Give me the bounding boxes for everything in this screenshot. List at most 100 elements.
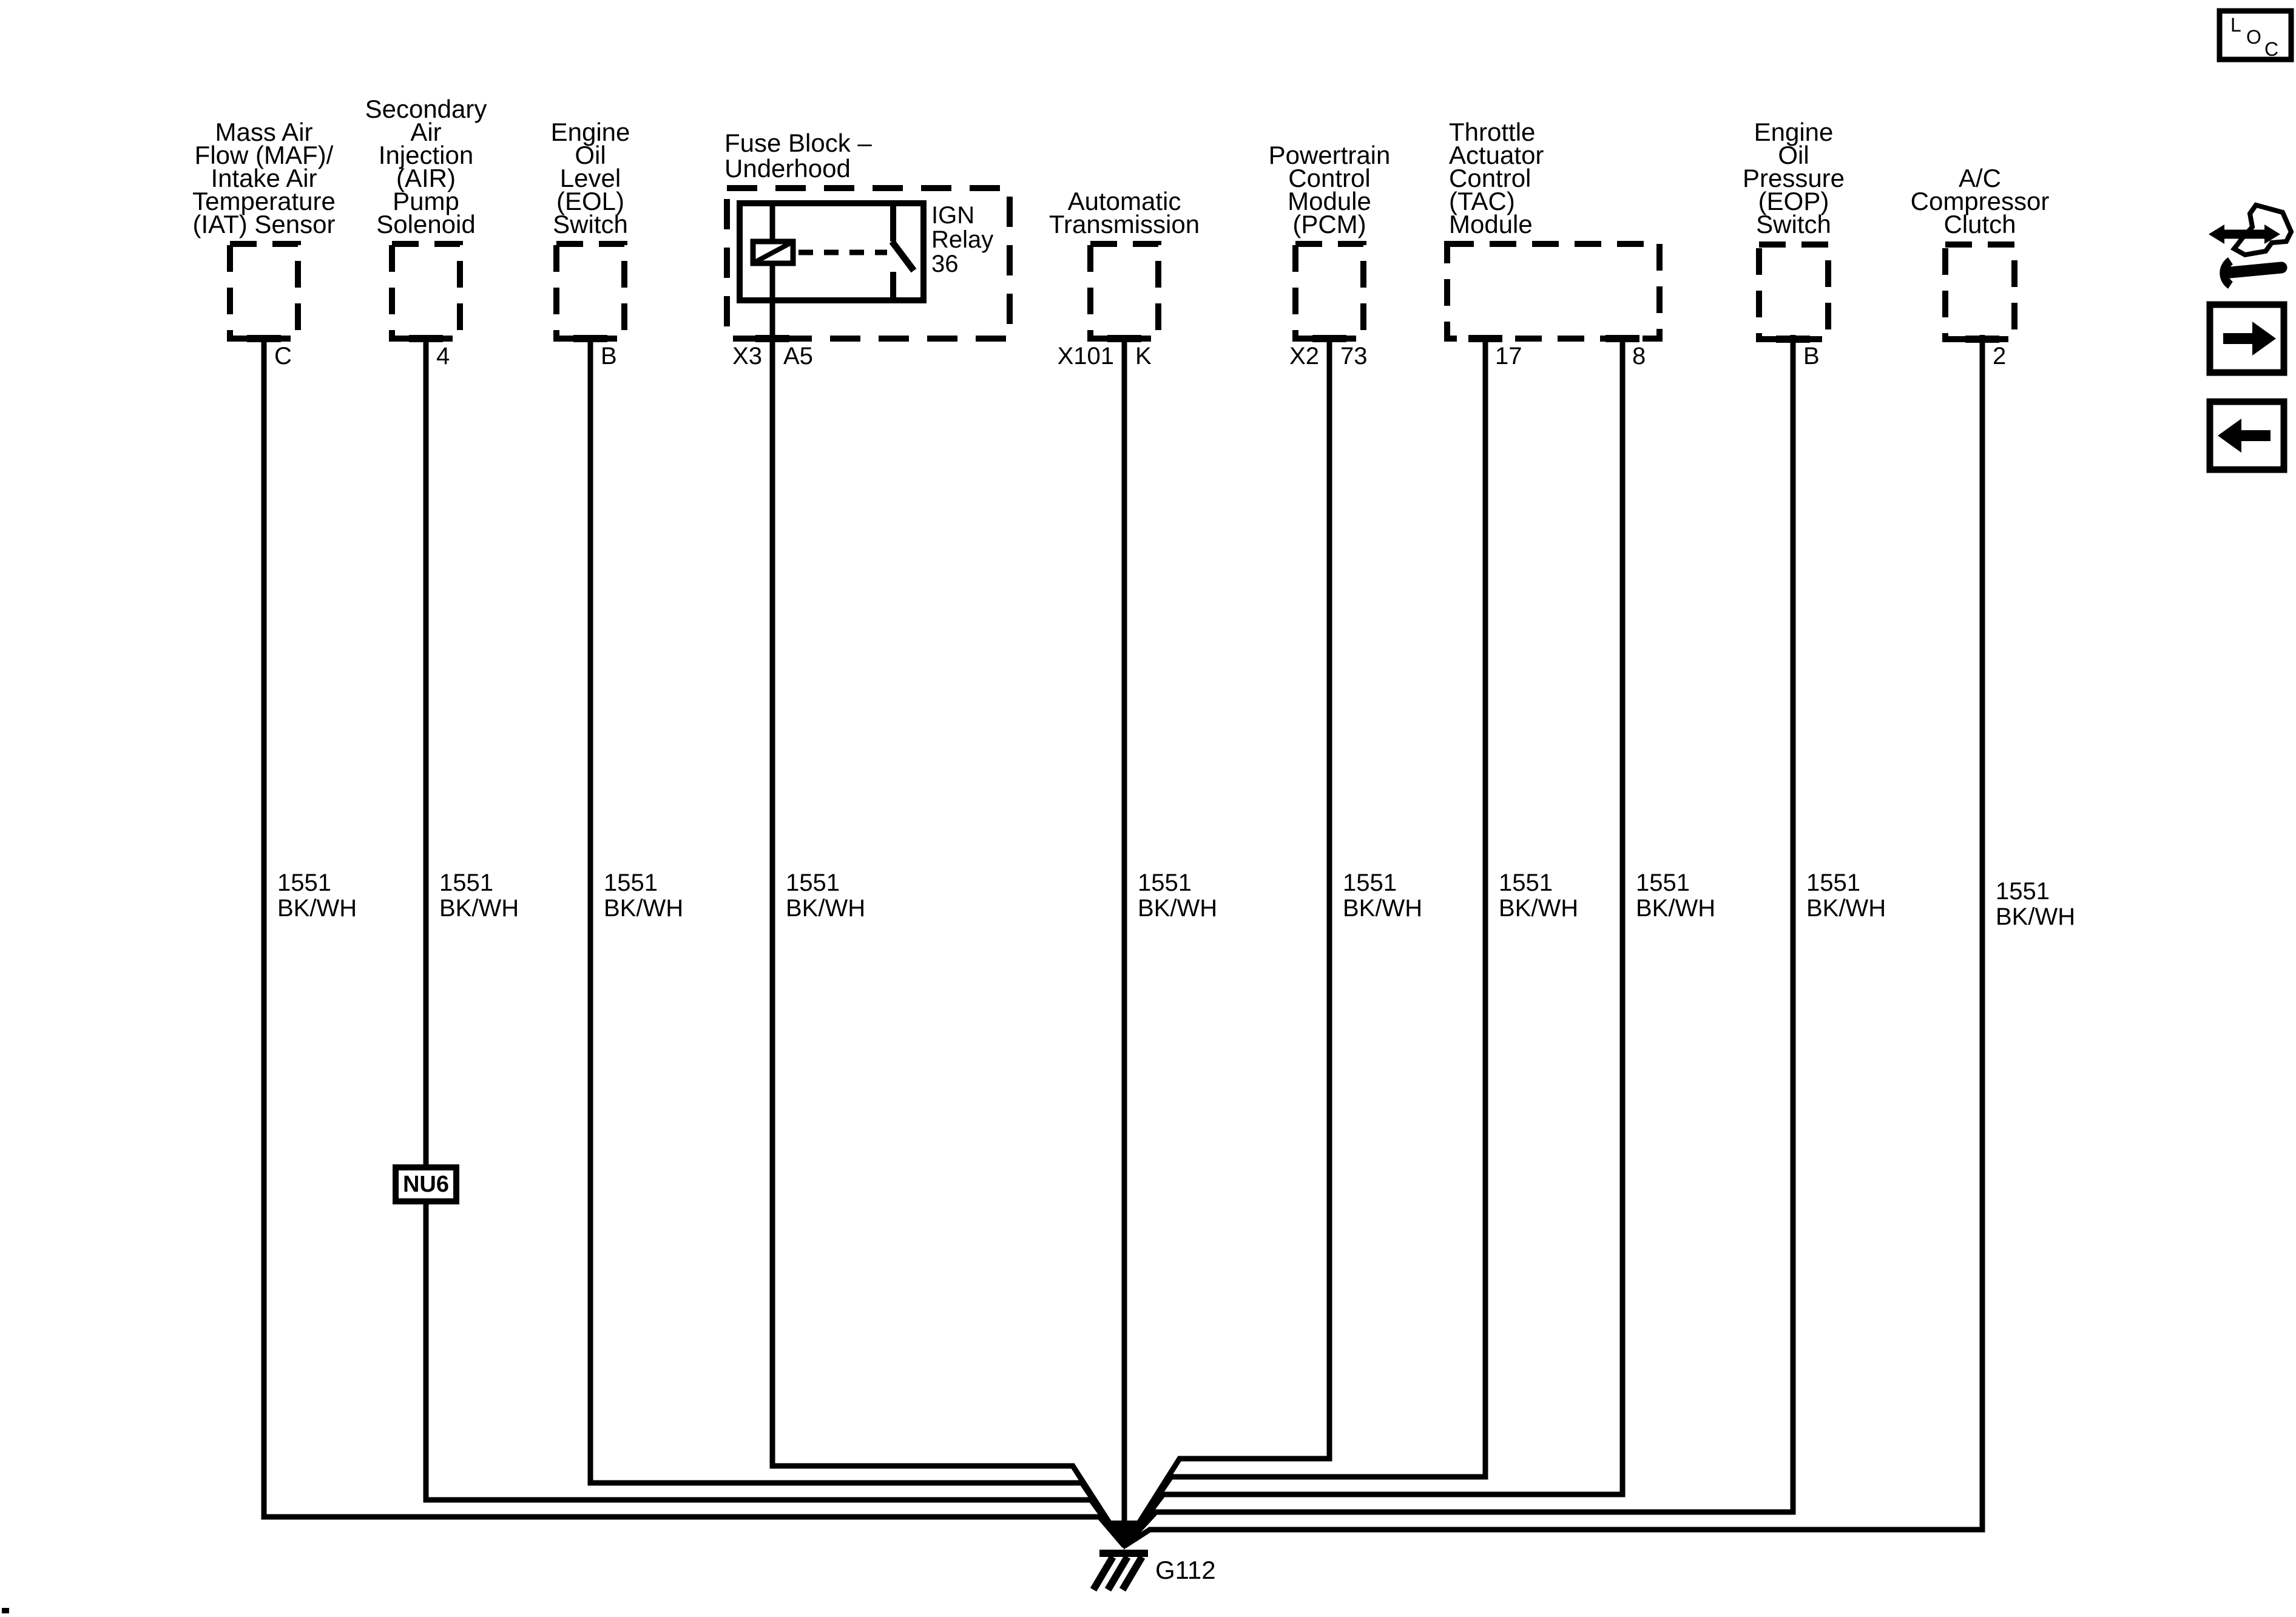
wire-pcm-ground (1122, 335, 1332, 1548)
component-label: (PCM) (1292, 210, 1366, 238)
component-label: (IAT) Sensor (193, 210, 336, 238)
component-label: Control (1449, 164, 1531, 192)
wrench-open-end (2220, 257, 2234, 289)
component-label: Solenoid (376, 210, 475, 238)
next-page-frame[interactable] (2206, 301, 2288, 376)
stray-mark (2, 1608, 9, 1613)
loc-letter-o: O (2246, 26, 2261, 48)
wire-circuit-number: 1551 (1806, 869, 1860, 896)
pin-label-right: K (1135, 343, 1152, 370)
component-label: Oil (1778, 141, 1809, 169)
component-label: Engine (1754, 118, 1834, 146)
wire-labels: 1551 BK/WH 1551 BK/WH 1551 BK/WH 1551 BK… (277, 869, 2075, 930)
component-label: Flow (MAF)/ (195, 141, 334, 169)
double-arrow-left-head (2209, 224, 2224, 244)
wire-color-code: BK/WH (1499, 895, 1578, 922)
component-dashed-box (1444, 241, 1663, 342)
relay-box (737, 200, 927, 303)
wire-color-code: BK/WH (604, 895, 683, 922)
wire-fuse-ground (769, 263, 1127, 1548)
wire-eop-ground (1122, 335, 1796, 1548)
double-arrow-right-head (2264, 224, 2280, 244)
pin-label: B (1803, 343, 1820, 370)
pin-label-left: X3 (732, 343, 762, 370)
component-label: (TAC) (1449, 187, 1515, 215)
pin-label: 4 (436, 343, 450, 370)
component-label: Injection (379, 141, 473, 169)
pin-label: B (601, 343, 617, 370)
pin-label-left: X101 (1058, 343, 1114, 370)
component-automatic-transmission: Automatic Transmission X101 K (1049, 187, 1200, 370)
wire-color-code: BK/WH (1138, 895, 1217, 922)
wire-color-code: BK/WH (1806, 895, 1886, 922)
wire-circuit-number: 1551 (1343, 869, 1397, 896)
inline-connector-label: NU6 (403, 1172, 449, 1197)
component-label: Module (1449, 210, 1533, 238)
ground-symbol-g112: G112 (1090, 1550, 1216, 1592)
wire-convergence-wedge (1106, 1521, 1143, 1550)
component-eop-switch: Engine Oil Pressure (EOP) Switch B (1743, 118, 1845, 370)
component-label: Temperature (192, 187, 336, 215)
wire-color-code: BK/WH (1343, 895, 1422, 922)
component-label: Switch (553, 210, 628, 238)
loc-box[interactable]: L O C (2217, 8, 2294, 62)
component-label: Mass Air (215, 118, 312, 146)
wire-tac17-ground (1122, 335, 1488, 1548)
fuse-block-dashed-box (724, 185, 1013, 342)
component-label: Secondary (365, 95, 487, 123)
component-label: Fuse Block – (724, 129, 872, 157)
component-maf-iat-sensor: Mass Air Flow (MAF)/ Intake Air Temperat… (192, 118, 336, 370)
component-label: Control (1288, 164, 1370, 192)
loc-letter-c: C (2264, 38, 2278, 60)
component-label: Clutch (1943, 210, 2016, 238)
wire-circuit-number: 1551 (439, 869, 493, 896)
component-label: A/C (1959, 164, 2001, 192)
wire-circuit-number: 1551 (1138, 869, 1192, 896)
diagnostic-banner-outline (2230, 202, 2294, 258)
wrench-handle (2224, 262, 2288, 279)
wire-ac-ground (1123, 335, 1985, 1548)
component-dashed-box (553, 241, 627, 342)
previous-page-frame[interactable] (2206, 398, 2288, 473)
component-eol-switch: Engine Oil Level (EOL) Switch B (551, 118, 630, 370)
component-fuse-block-underhood: Fuse Block – Underhood IGN Relay 36 X3 A… (724, 129, 1013, 370)
wire-circuit-number: 1551 (604, 869, 658, 896)
component-label: Pressure (1743, 164, 1845, 192)
loc-letter-l: L (2230, 14, 2241, 36)
component-label: (EOL) (556, 187, 624, 215)
component-dashed-box (1292, 241, 1366, 342)
wire-circuit-number: 1551 (1499, 869, 1553, 896)
loc-box-frame[interactable] (2217, 8, 2294, 62)
wire-color-code: BK/WH (1636, 895, 1715, 922)
diagnostic-tools-icon[interactable] (2209, 202, 2294, 289)
ground-label: G112 (1155, 1556, 1216, 1584)
component-dashed-box (389, 241, 463, 342)
component-tac-module: Throttle Actuator Control (TAC) Module 1… (1444, 118, 1663, 370)
next-page-button[interactable] (2206, 301, 2288, 376)
ground-hatch (1090, 1555, 1116, 1592)
component-label: Intake Air (211, 164, 317, 192)
component-label: Level (560, 164, 621, 192)
component-label: Transmission (1049, 210, 1200, 238)
component-label: Pump (393, 187, 459, 215)
relay-switch-blade (889, 239, 917, 273)
previous-page-button[interactable] (2206, 398, 2288, 473)
ground-wires (261, 263, 1985, 1550)
wire-circuit-number: 1551 (1996, 878, 2050, 905)
ground-hatch (1119, 1555, 1146, 1592)
pin-label-left: X2 (1289, 343, 1319, 370)
relay-label: IGN (931, 202, 974, 229)
wire-color-code: BK/WH (439, 895, 519, 922)
left-arrow-head (2218, 419, 2241, 453)
right-arrow-head (2252, 322, 2276, 356)
pin-label-right: 73 (1340, 343, 1368, 370)
wire-tac8-ground (1122, 335, 1626, 1548)
wire-maf-ground (261, 335, 1127, 1548)
wire-circuit-number: 1551 (277, 869, 331, 896)
component-air-pump-solenoid: Secondary Air Injection (AIR) Pump Solen… (365, 95, 487, 1204)
relay-coil-diagonal (755, 241, 791, 264)
pin-label-left: 17 (1495, 343, 1522, 370)
component-label: (EOP) (1758, 187, 1829, 215)
